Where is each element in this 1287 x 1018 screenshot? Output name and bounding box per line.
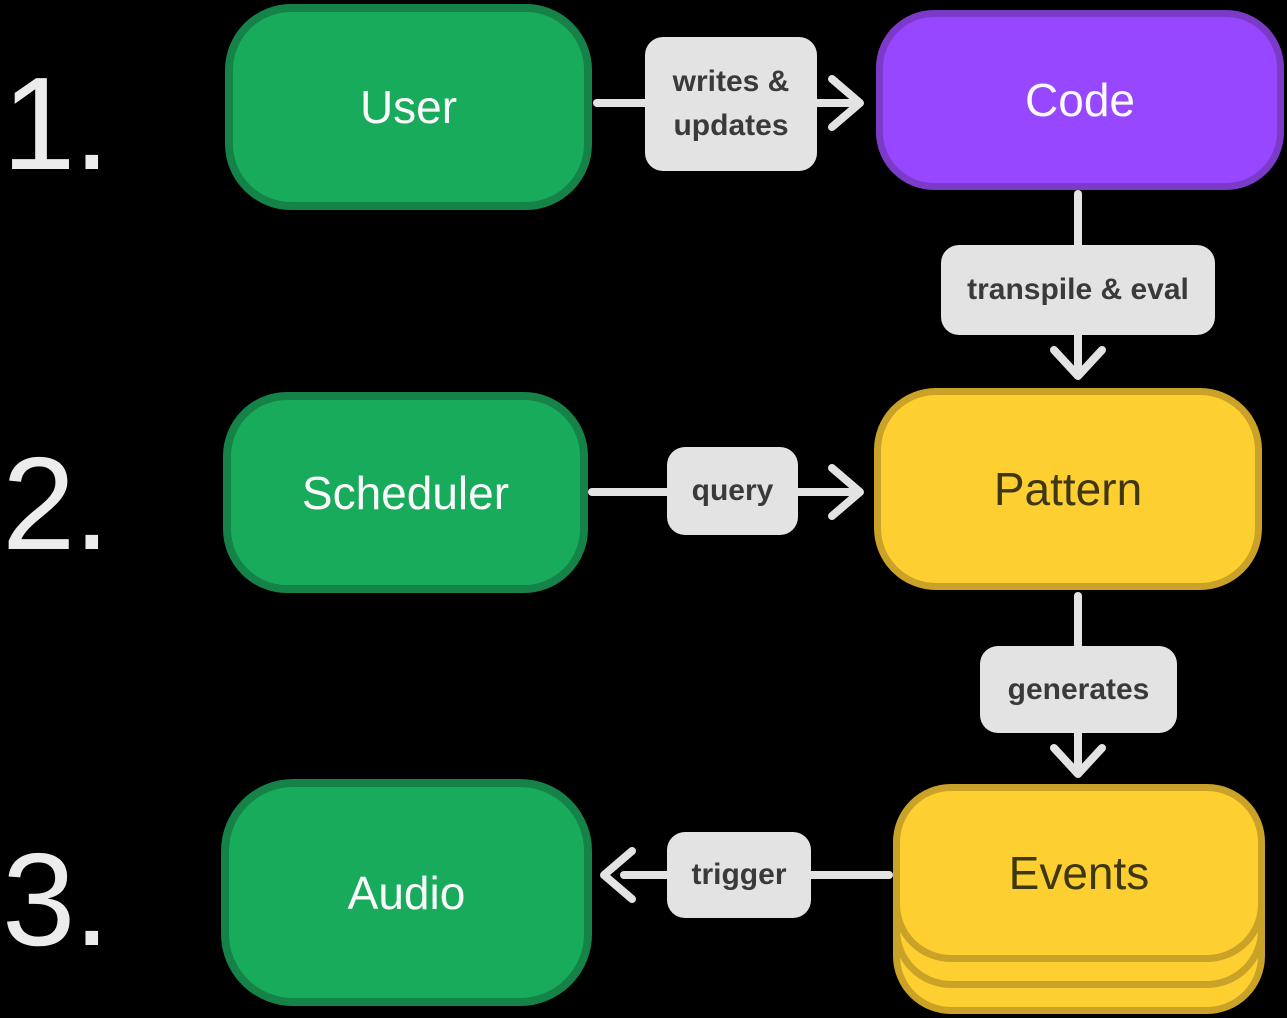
node-user: User <box>225 4 592 210</box>
edge-label-transpile-text: transpile & eval <box>967 273 1189 306</box>
node-pattern-label: Pattern <box>993 463 1143 515</box>
edge-label-query-text: query <box>691 474 774 507</box>
node-events-stack: Events <box>893 784 1265 1014</box>
step-number-1: 1. <box>2 50 110 197</box>
edge-label-transpile-eval: transpile & eval <box>941 245 1215 335</box>
node-user-label: User <box>359 81 458 133</box>
node-scheduler-label: Scheduler <box>301 466 510 519</box>
edge-label-writes-updates: writes & updates <box>645 37 817 171</box>
edge-label-generates: generates <box>980 646 1177 733</box>
edge-label-generates-text: generates <box>1007 672 1150 706</box>
node-audio-label: Audio <box>347 866 466 919</box>
edge-label-query: query <box>667 447 798 535</box>
edge-label-writes-line2: updates <box>673 109 789 142</box>
node-scheduler: Scheduler <box>223 392 588 593</box>
step-number-2: 2. <box>2 430 110 577</box>
edge-label-writes-line1: writes & <box>672 65 790 98</box>
edge-label-trigger: trigger <box>667 832 811 918</box>
node-audio: Audio <box>221 779 592 1006</box>
step-number-3: 3. <box>2 826 110 973</box>
node-pattern: Pattern <box>874 388 1262 590</box>
node-events-label: Events <box>1008 847 1150 899</box>
edge-label-trigger-text: trigger <box>691 858 787 891</box>
node-events: Events <box>893 784 1265 962</box>
node-code: Code <box>876 10 1284 190</box>
node-code-label: Code <box>1025 74 1135 126</box>
